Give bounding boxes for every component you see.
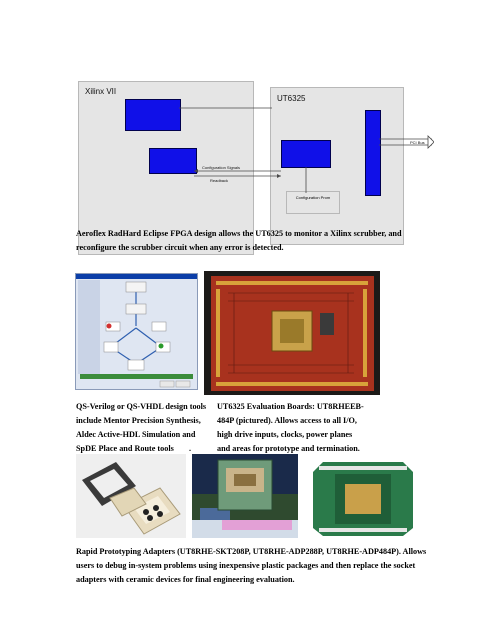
- tools-caption-2: include Mentor Precision Synthesis,: [76, 416, 201, 425]
- scrubber-block: [149, 148, 197, 174]
- board-graphic: [211, 276, 374, 391]
- green-adapter-photo: [309, 454, 417, 538]
- flow-graphic: [80, 281, 193, 388]
- design-tools-screenshot: [75, 273, 198, 390]
- boards-caption-4: and areas for prototype and termination.: [217, 444, 360, 453]
- block-diagram: Xilinx VII UT6325 Configuration Prom Con…: [76, 79, 434, 269]
- evaluation-board-photo: [204, 271, 380, 395]
- boards-caption-1: UT6325 Evaluation Boards: UT8RHEEB-: [217, 402, 364, 411]
- fpga-design-caption-2: reconfigure the scrubber circuit when an…: [76, 243, 284, 252]
- socket-adapter-photo: [192, 454, 298, 538]
- xilinx-title: Xilinx VII: [85, 87, 117, 96]
- configuration-prom: Configuration Prom: [286, 191, 340, 214]
- socket-adapter-graphic: [192, 459, 298, 538]
- user-application-block: [125, 99, 181, 131]
- tools-caption-3: Aldec Active-HDL Simulation and: [76, 430, 196, 439]
- xilinx-block: Xilinx VII: [78, 81, 254, 255]
- readback-label: Readback: [210, 178, 229, 183]
- tools-caption-1: QS-Verilog or QS-VHDL design tools: [76, 402, 207, 411]
- adapter-pieces-photo: [76, 454, 186, 538]
- pci-bus-label: PCI Bus: [410, 140, 425, 145]
- green-adapter-graphic: [313, 462, 413, 536]
- fpga-design-caption-1: Aeroflex RadHard Eclipse FPGA design all…: [76, 229, 402, 238]
- adapters-caption-2: users to debug in-system problems using …: [76, 561, 416, 570]
- tools-caption-4-tail: .: [189, 444, 192, 453]
- side-panel: [78, 280, 100, 374]
- adapters-caption-1: Rapid Prototyping Adapters (UT8RHE-SKT20…: [76, 547, 427, 556]
- config-signals-label: Configuration Signals: [202, 165, 241, 170]
- adapter-pieces-graphic: [82, 462, 181, 535]
- ut6325-block: UT6325: [270, 87, 404, 245]
- pci-core-block: [365, 110, 381, 196]
- window-titlebar: [76, 274, 197, 279]
- boards-caption-3: high drive inputs, clocks, power planes: [217, 430, 353, 439]
- tools-caption-4: SpDE Place and Route tools: [76, 444, 174, 453]
- boards-caption-2: 484P (pictured). Allows access to all I/…: [217, 416, 357, 425]
- configuration-controller-block: [281, 140, 331, 168]
- ut6325-title: UT6325: [277, 94, 306, 103]
- adapters-caption-3: adapters with ceramic devices for final …: [76, 575, 295, 584]
